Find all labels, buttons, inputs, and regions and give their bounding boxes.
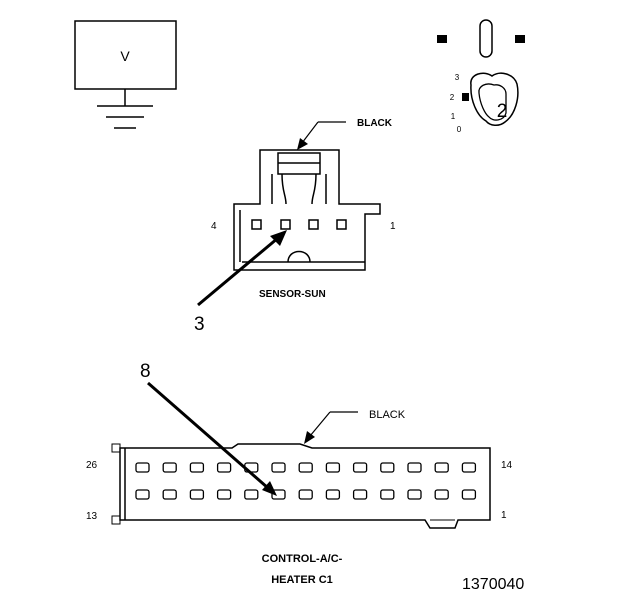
hvac-pin-cavity — [298, 462, 313, 473]
hvac-pin-top-right-label: 14 — [501, 460, 513, 471]
hvac-pin-cavity — [434, 462, 449, 473]
hvac-pin-bottom-right-label: 1 — [501, 510, 507, 521]
sensor-sun-connector — [233, 149, 381, 271]
sensor-color-label: BLACK — [357, 118, 393, 129]
hvac-pin-cavity — [271, 489, 286, 500]
hvac-pin-top-left-label: 26 — [86, 460, 98, 471]
hvac-pin-cavity — [325, 489, 341, 500]
hvac-pin-cavity — [380, 489, 395, 500]
hvac-pin-cavity — [407, 462, 422, 473]
hvac-pin-cavity — [189, 489, 205, 500]
hvac-pin-callout-number: 8 — [140, 361, 151, 382]
hvac-pin-cavity — [216, 462, 232, 473]
sensor-pin-callout-number: 3 — [194, 314, 205, 335]
hvac-pin-cavity — [325, 462, 341, 473]
hvac-pin-cavity — [352, 462, 368, 473]
hvac-pin-cavity — [271, 462, 286, 473]
hvac-connector — [111, 443, 491, 529]
hvac-connector-name-line2: HEATER C1 — [271, 574, 333, 586]
ignition-mark-3: 3 — [455, 73, 460, 82]
hvac-pin-cavity — [380, 462, 395, 473]
hvac-pin-cavity — [352, 489, 368, 500]
sensor-color-callout — [297, 121, 346, 150]
sensor-pin-callout-arrow — [197, 230, 287, 307]
sensor-pin-left-label: 4 — [211, 221, 217, 232]
ignition-mark-2: 2 — [450, 93, 455, 102]
sensor-pin-right-label: 1 — [390, 221, 396, 232]
hvac-pin-cavity — [135, 462, 150, 473]
hvac-pin-cavity — [135, 489, 150, 500]
hvac-pin-cavity — [407, 489, 422, 500]
ground-icon — [97, 105, 153, 129]
hvac-color-callout — [304, 411, 358, 444]
ignition-switch-icon — [437, 19, 525, 126]
hvac-pin-cavity — [461, 489, 477, 500]
figure-id: 1370040 — [462, 576, 524, 593]
hvac-pin-cavity — [298, 489, 313, 500]
hvac-color-label: BLACK — [369, 409, 406, 421]
hvac-pin-cavity — [434, 489, 449, 500]
hvac-pin-cavities — [135, 462, 477, 500]
hvac-pin-cavity — [189, 462, 205, 473]
sensor-connector-name: SENSOR-SUN — [259, 289, 326, 300]
hvac-pin-cavity — [162, 489, 177, 500]
hvac-pin-cavity — [461, 462, 477, 473]
voltmeter-symbol: V — [74, 20, 177, 106]
ignition-mark-0: 0 — [457, 125, 462, 134]
hvac-pin-cavity — [162, 462, 177, 473]
hvac-pin-callout-arrow — [147, 381, 277, 496]
hvac-pin-cavity — [216, 489, 232, 500]
ignition-key-position: 2 — [497, 101, 508, 122]
hvac-pin-cavity — [244, 489, 259, 500]
voltmeter-label: V — [120, 48, 130, 64]
ignition-mark-1: 1 — [451, 112, 456, 121]
hvac-connector-name-line1: CONTROL-A/C- — [262, 553, 343, 565]
hvac-pin-bottom-left-label: 13 — [86, 511, 98, 522]
